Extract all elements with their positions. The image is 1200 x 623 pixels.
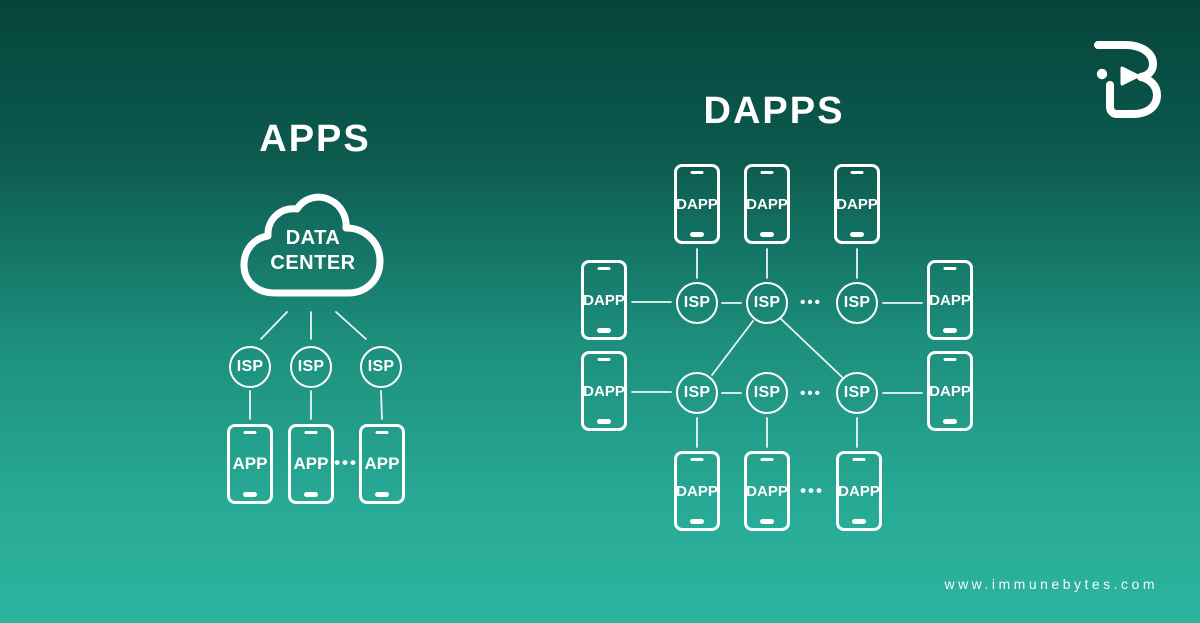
dapps-title: DAPPS: [703, 90, 845, 132]
dapps-top-phone-3: DAPP: [834, 164, 880, 244]
isp-label: ISP: [236, 358, 264, 375]
isp-label: ISP: [683, 384, 711, 401]
logo-play-triangle: [1120, 66, 1140, 86]
dapps-bottom-phone-2: DAPP: [744, 451, 790, 531]
data-center-label: DATA CENTER: [248, 226, 378, 276]
dapps-side-phone-right-1: DAPP: [927, 260, 973, 340]
phone-label: DAPP: [746, 482, 788, 500]
immunebytes-logo: [1094, 41, 1161, 118]
phone-speaker: [852, 458, 866, 461]
phone-label: DAPP: [838, 482, 880, 500]
phone-speaker: [304, 431, 318, 434]
phone-home-button: [304, 492, 318, 497]
dapps-top-phone-1: DAPP: [674, 164, 720, 244]
phone-label: APP: [364, 454, 400, 473]
isp-label: ISP: [753, 294, 781, 311]
dapps-isp-row2-2: ISP: [746, 372, 788, 414]
phone-home-button: [690, 519, 704, 524]
isp-label: ISP: [843, 294, 871, 311]
phone-home-button: [243, 492, 257, 497]
phone-speaker: [760, 458, 774, 461]
website-url: www.immunebytes.com: [944, 576, 1158, 592]
dapps-isp-row1-3: ISP: [836, 282, 878, 324]
dapps-top-phone-2: DAPP: [744, 164, 790, 244]
logo-i-dot: [1096, 68, 1108, 80]
phone-label: DAPP: [583, 291, 625, 309]
dapps-row2-ellipsis: •••: [800, 385, 822, 402]
phone-label: DAPP: [746, 195, 788, 213]
phone-label: APP: [293, 454, 329, 473]
phone-home-button: [597, 328, 611, 333]
apps-isp-node-1: ISP: [229, 346, 271, 388]
isp-label: ISP: [753, 384, 781, 401]
phone-speaker: [690, 171, 704, 174]
dapps-side-phone-right-2: DAPP: [927, 351, 973, 431]
apps-ellipsis: •••: [334, 453, 358, 472]
phone-speaker: [597, 358, 611, 361]
phone-speaker: [943, 267, 957, 270]
phone-home-button: [760, 232, 774, 237]
phone-speaker: [943, 358, 957, 361]
apps-isp-node-3: ISP: [360, 346, 402, 388]
phone-home-button: [850, 232, 864, 237]
phone-home-button: [852, 519, 866, 524]
phone-home-button: [760, 519, 774, 524]
phone-label: DAPP: [929, 291, 971, 309]
isp-label: ISP: [367, 358, 395, 375]
phone-label: DAPP: [676, 195, 718, 213]
dapps-side-phone-left-1: DAPP: [581, 260, 627, 340]
dapps-bottom-phone-1: DAPP: [674, 451, 720, 531]
isp-label: ISP: [843, 384, 871, 401]
dapps-side-phone-left-2: DAPP: [581, 351, 627, 431]
phone-speaker: [850, 171, 864, 174]
phone-label: DAPP: [583, 382, 625, 400]
dapps-row1-ellipsis: •••: [800, 294, 822, 311]
phone-home-button: [690, 232, 704, 237]
phone-label: DAPP: [929, 382, 971, 400]
data-center-label-line2: CENTER: [270, 252, 356, 274]
phone-home-button: [943, 419, 957, 424]
isp-label: ISP: [683, 294, 711, 311]
dapps-bottom-phone-3: DAPP: [836, 451, 882, 531]
apps-title: APPS: [259, 118, 371, 160]
data-center-label-line1: DATA: [285, 227, 341, 249]
phone-label: DAPP: [836, 195, 878, 213]
apps-phone-3: APP: [359, 424, 405, 504]
phone-home-button: [597, 419, 611, 424]
phone-home-button: [943, 328, 957, 333]
phone-speaker: [597, 267, 611, 270]
apps-isp-node-2: ISP: [290, 346, 332, 388]
dapps-isp-row1-1: ISP: [676, 282, 718, 324]
phone-label: DAPP: [676, 482, 718, 500]
isp-label: ISP: [297, 358, 325, 375]
apps-phone-2: APP: [288, 424, 334, 504]
dapps-isp-row2-3: ISP: [836, 372, 878, 414]
phone-speaker: [690, 458, 704, 461]
dapps-isp-row1-2: ISP: [746, 282, 788, 324]
phone-speaker: [760, 171, 774, 174]
phone-speaker: [243, 431, 257, 434]
dapps-isp-row2-1: ISP: [676, 372, 718, 414]
dapps-bottom-ellipsis: •••: [800, 481, 824, 500]
phone-speaker: [375, 431, 389, 434]
apps-phone-1: APP: [227, 424, 273, 504]
phone-label: APP: [232, 454, 268, 473]
phone-home-button: [375, 492, 389, 497]
